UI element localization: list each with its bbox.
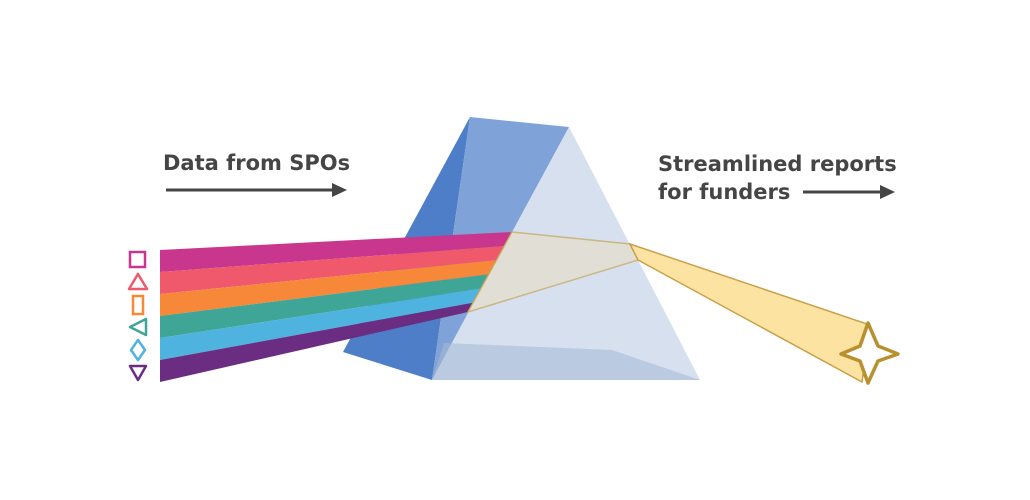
prism-front-shadow [432,343,700,380]
triangle-up-icon [127,272,149,291]
input-label: Data from SPOs [163,151,351,175]
band-sky [160,288,484,360]
band-magenta [160,232,512,272]
output-label: Streamlined reports for funders [658,150,897,206]
band-orange [160,260,498,316]
band-teal [160,274,491,338]
input-arrow [166,183,347,197]
output-label-line-2: for funders [658,180,791,204]
band-purple [160,302,477,382]
output-label-line-1: Streamlined reports [658,152,897,176]
data-bands [160,232,512,382]
triangle-down-icon [128,364,148,382]
prism-overlay [432,127,700,380]
output-arrow [803,185,895,199]
diamond-icon [129,338,147,362]
star-icon [839,321,900,385]
rectangle-icon [131,294,145,316]
shape-legend [127,250,149,382]
square-icon [128,250,147,269]
band-coral [160,246,505,294]
output-beam [628,242,871,384]
triangle-left-icon [128,317,148,337]
